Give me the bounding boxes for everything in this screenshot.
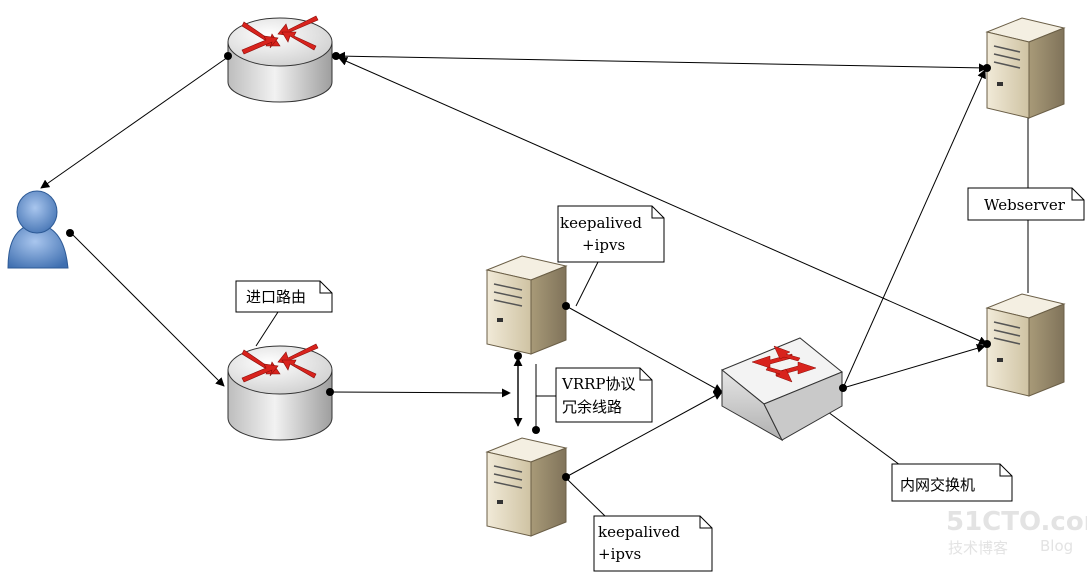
watermark-blog-cn: 技术博客: [948, 539, 1008, 557]
port-dot: [66, 229, 74, 237]
link-webserver1-to-top-router: [336, 51, 988, 73]
server-icon: [985, 17, 1066, 119]
callout-pointer-keepalived-bottom: [567, 479, 606, 517]
callout-switch: 内网交换机: [891, 463, 1013, 502]
port-dot: [839, 384, 847, 392]
router-icon: [227, 343, 333, 441]
callout-label: 冗余线路: [562, 398, 622, 416]
watermark-site: 51CTO.com: [946, 507, 1087, 537]
port-dot: [983, 340, 991, 348]
port-dot: [562, 473, 570, 481]
callout-pointer-ingress: [255, 311, 279, 347]
server-icon: [485, 437, 568, 537]
router-icon: [227, 15, 333, 103]
callout-vrrp: VRRP协议 冗余线路: [555, 367, 653, 423]
link-user-to-ingress-router: [70, 232, 225, 387]
callout-pointer-keepalived-top: [575, 261, 599, 307]
server-icon: [985, 293, 1066, 397]
watermark: 51CTO.com 技术博客 Blog: [946, 507, 1087, 557]
port-dot: [562, 302, 570, 310]
callout-label: 进口路由: [246, 288, 306, 306]
port-dot: [224, 52, 232, 60]
port-dot: [332, 52, 340, 60]
link-switch-to-webserver1: [842, 69, 986, 389]
callout-label: VRRP协议: [561, 375, 636, 393]
link-lb2-to-switch: [565, 391, 723, 478]
callout-label: Webserver: [984, 196, 1066, 214]
link-webserver2-to-top-router: [338, 57, 988, 345]
link-switch-to-webserver2: [842, 343, 986, 389]
callout-label: keepalived: [598, 523, 680, 541]
callout-label: keepalived: [560, 214, 642, 232]
link-user-to-top-router: [40, 56, 229, 189]
callout-ingress-router: 进口路由: [235, 280, 333, 313]
callout-keepalived-top: keepalived +ipvs: [557, 205, 665, 263]
link-lb1-to-switch: [565, 305, 723, 393]
watermark-blog-en: Blog: [1040, 537, 1073, 555]
callout-label: +ipvs: [582, 236, 625, 254]
port-dot: [326, 388, 334, 396]
callout-webserver: Webserver: [967, 187, 1085, 221]
connections: [40, 51, 1029, 517]
link-ingress-router-to-lb: [329, 388, 511, 398]
port-dot: [532, 426, 540, 434]
callout-pointer-switch: [827, 411, 901, 466]
switch-icon: [721, 337, 843, 442]
user-icon: [7, 190, 69, 269]
callout-label: +ipvs: [598, 545, 641, 563]
callout-keepalived-bottom: keepalived +ipvs: [593, 515, 713, 572]
port-dot: [983, 64, 991, 72]
server-icon: [485, 255, 568, 355]
port-dot: [514, 352, 522, 360]
callout-label: 内网交换机: [900, 476, 975, 494]
